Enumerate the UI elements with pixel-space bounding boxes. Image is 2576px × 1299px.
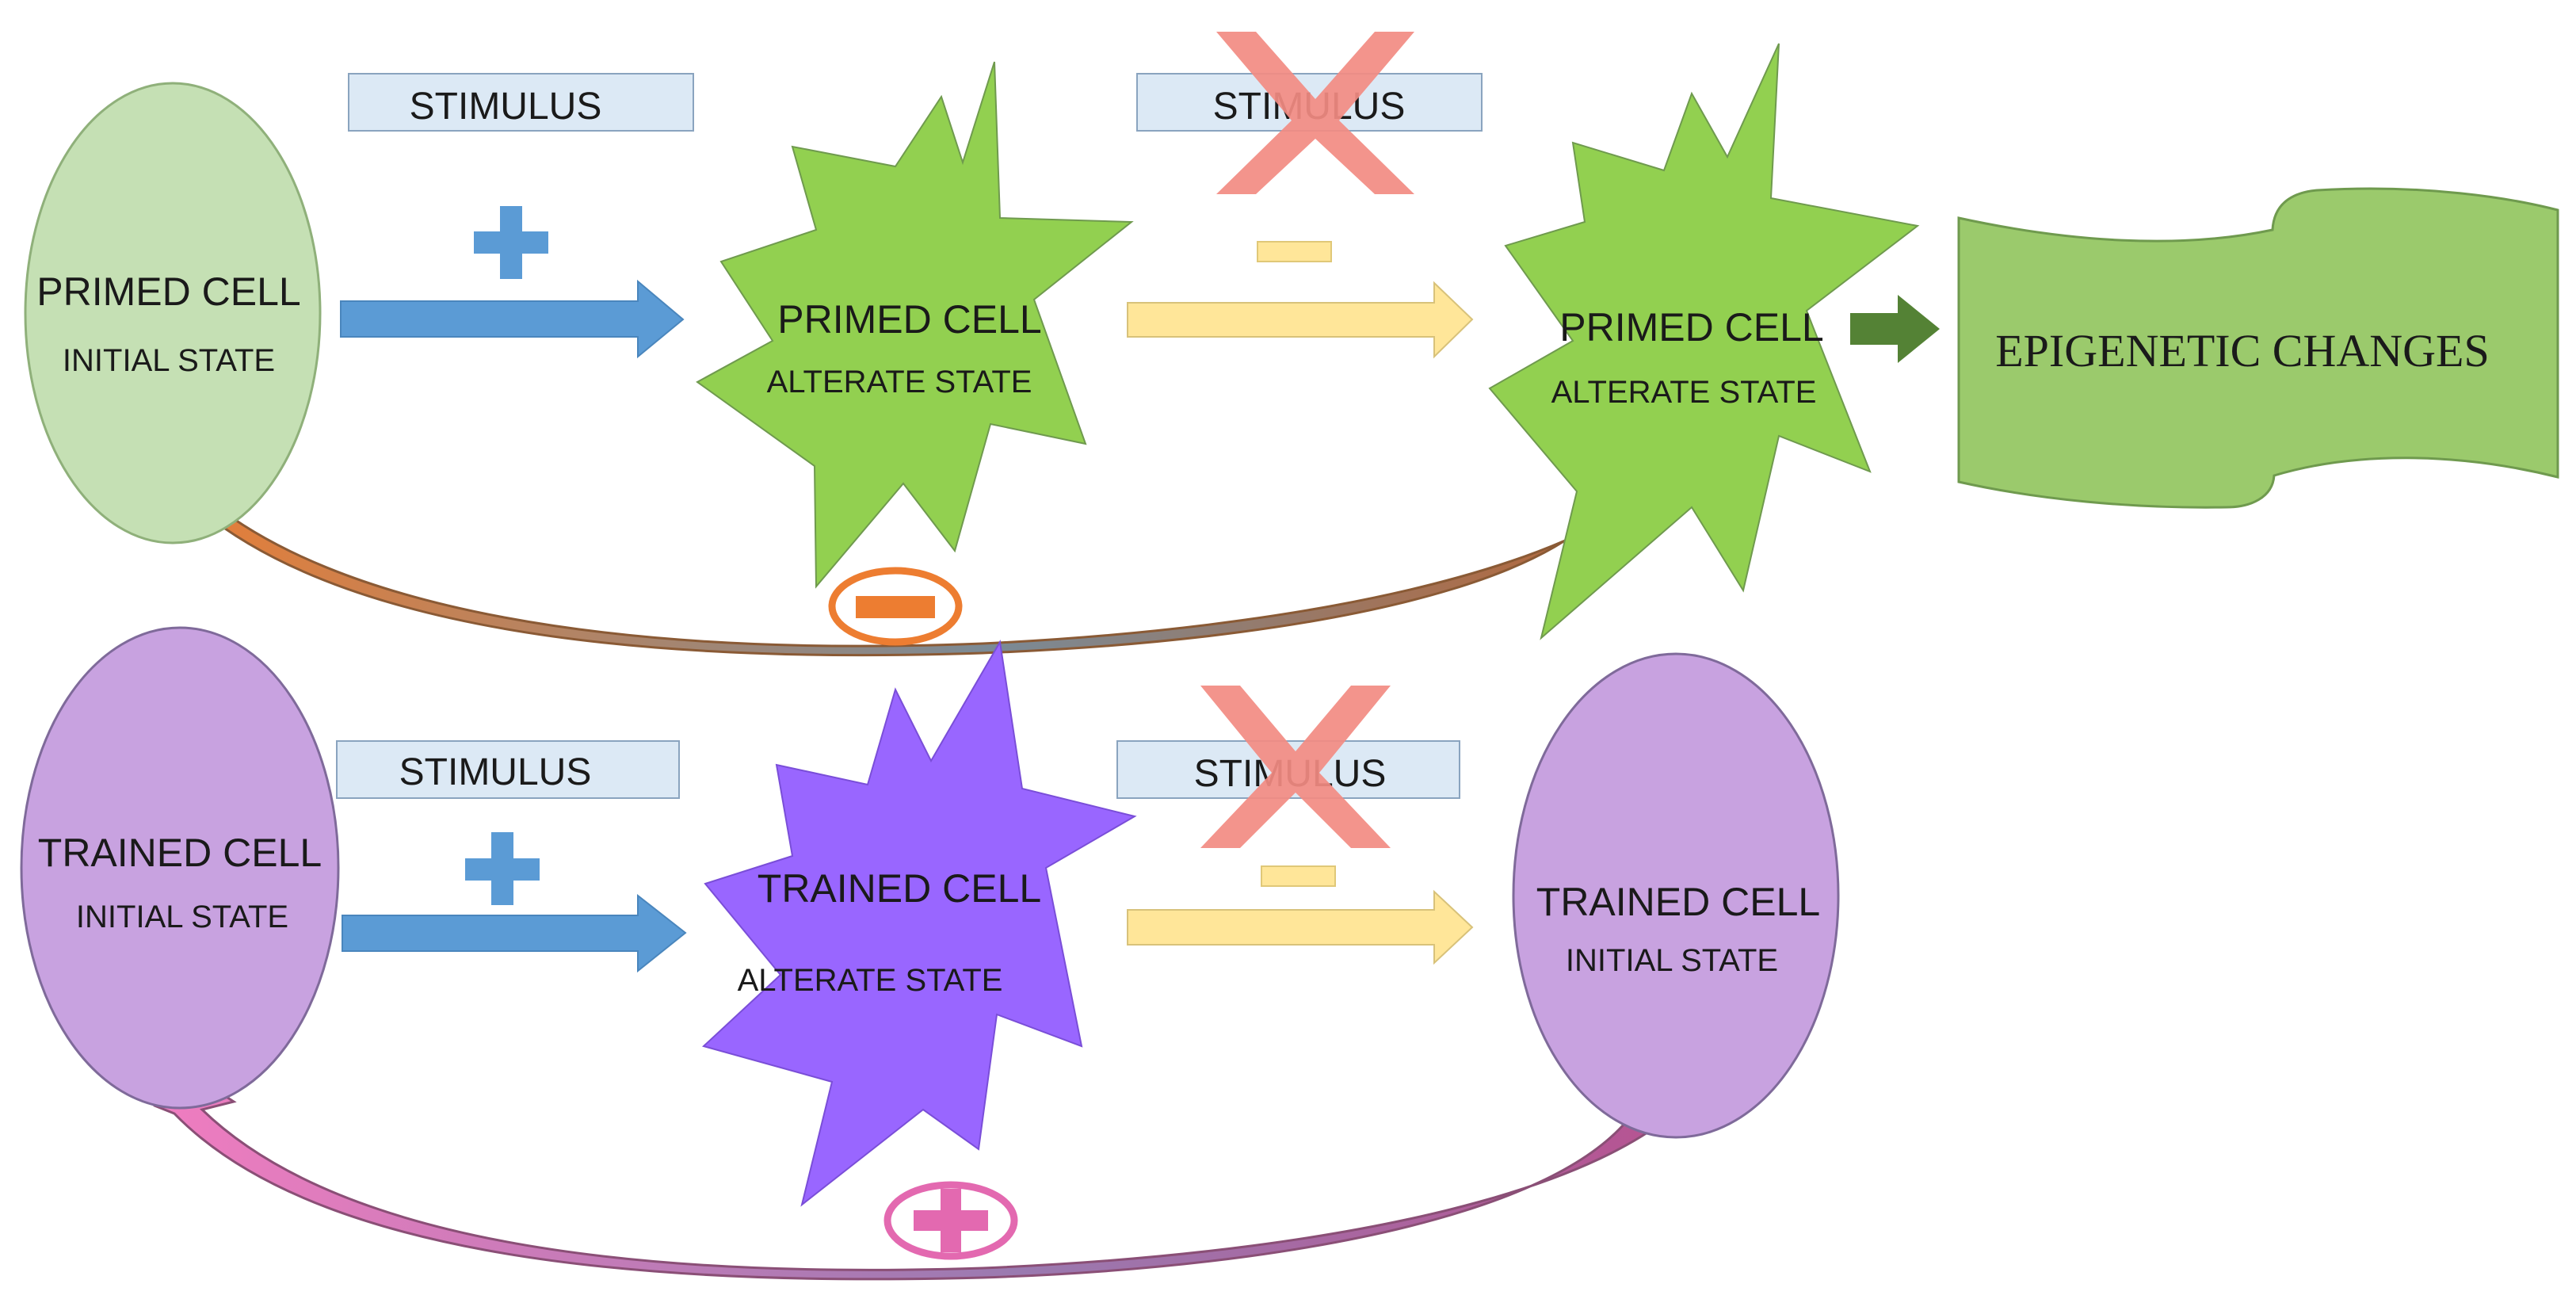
primed-blue-arrow [340,279,685,359]
primed-alternate-subtitle-1: ALTERATE STATE [767,365,1032,399]
plus-icon [474,206,548,279]
trained-initial-subtitle: INITIAL STATE [76,900,288,934]
trained-stimulus-label-1: STIMULUS [399,751,592,793]
trained-yellow-arrow [1127,889,1474,965]
primed-yellow-arrow [1127,281,1474,359]
cross-icon [1200,686,1391,848]
epigenetic-label: EPIGENETIC CHANGES [1995,325,2489,376]
trained-blue-arrow [342,893,687,973]
trained-final-subtitle: INITIAL STATE [1566,943,1778,978]
trained-initial-title: TRAINED CELL [38,831,322,875]
trained-final-title: TRAINED CELL [1536,880,1820,924]
primed-alternate-title-2: PRIMED CELL [1559,305,1823,350]
primed-stimulus-label-1: STIMULUS [410,86,602,128]
primed-alternate-subtitle-2: ALTERATE STATE [1551,375,1817,410]
plus-icon [465,832,540,905]
minus-icon [1261,865,1336,887]
trained-alternate-cell: TRAINED CELL ALTERATE STATE [702,640,1137,1207]
trained-final-cell: TRAINED CELL INITIAL STATE [1512,652,1840,1139]
epigenetic-arrow [1850,295,1940,363]
primed-alternate-cell-2: PRIMED CELL ALTERATE STATE [1488,43,1920,640]
minus-icon [1257,241,1332,262]
trained-alternate-title: TRAINED CELL [758,866,1041,911]
epigenetic-banner: EPIGENETIC CHANGES [1957,187,2559,509]
trained-stimulus-box-1: STIMULUS [336,740,680,799]
trained-alternate-subtitle: ALTERATE STATE [738,963,1003,998]
primed-initial-cell: PRIMED CELL INITIAL STATE [24,82,322,544]
primed-initial-subtitle: INITIAL STATE [63,343,275,378]
primed-stimulus-box-1: STIMULUS [348,73,694,132]
trained-initial-cell: TRAINED CELL INITIAL STATE [20,626,340,1110]
primed-initial-title: PRIMED CELL [36,269,300,314]
primed-alternate-title-1: PRIMED CELL [777,297,1041,342]
circled-minus-icon [828,567,963,646]
cross-icon [1216,32,1414,194]
circled-plus-icon [883,1181,1018,1260]
primed-alternate-cell-1: PRIMED CELL ALTERATE STATE [696,61,1134,589]
